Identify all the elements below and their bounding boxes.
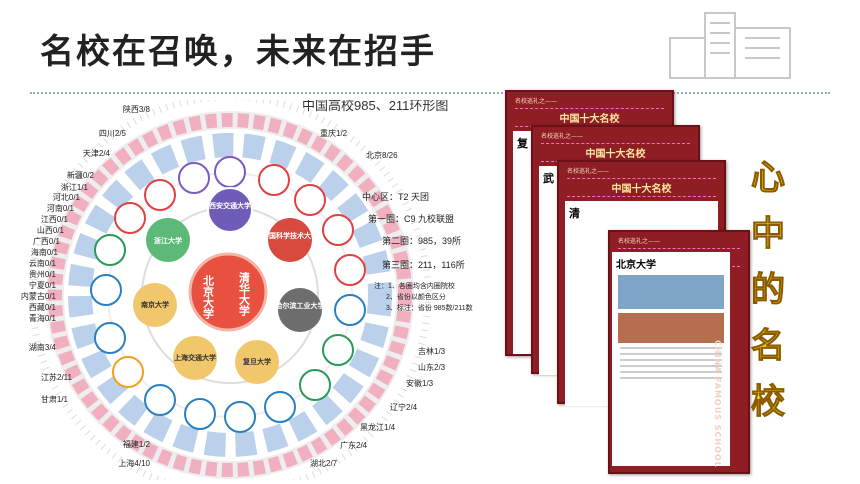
vertical-slogan: 心 中 的 名 校 <box>751 158 786 423</box>
province-label: 内蒙古0/1 <box>21 291 57 301</box>
province-label: 广东2/4 <box>340 440 368 450</box>
c9-node <box>173 336 217 380</box>
info-line: 第二圈：985，39所 <box>382 235 461 246</box>
page-title: 名校在召唤，未来在招手 <box>40 32 436 72</box>
info-line: 中心区：T2 天团 <box>362 191 429 202</box>
c9-node <box>146 218 190 262</box>
province-label: 湖南3/4 <box>29 342 57 352</box>
province-label: 海南0/1 <box>31 247 59 257</box>
province-label: 四川2/5 <box>99 129 127 138</box>
province-label: 青海0/1 <box>29 313 57 323</box>
c9-label: 上海交通大学 <box>174 353 216 362</box>
pku-title: 北京大学 <box>616 260 656 271</box>
province-label: 陕西3/8 <box>123 104 151 114</box>
c9-label: 中国科学技术大学 <box>262 231 318 240</box>
province-label: 重庆1/2 <box>320 128 348 138</box>
province-label: 贵州0/1 <box>29 269 57 279</box>
center-node <box>188 252 268 332</box>
province-label: 江苏2/11 <box>41 372 73 382</box>
c9-label: 复旦大学 <box>242 357 271 366</box>
province-label: 吉林1/3 <box>418 346 446 356</box>
province-label: 上海4/10 <box>118 458 150 468</box>
province-label: 湖北2/7 <box>310 459 338 468</box>
info-note: 注：1、各圈均含内圈院校 <box>374 281 455 290</box>
info-note: 3、标注：省份 985数/211数 <box>386 303 473 312</box>
c9-node <box>278 288 322 332</box>
province-label: 宁夏0/1 <box>29 280 57 290</box>
c9-node <box>207 187 253 233</box>
center-label: 清华大学 <box>238 271 251 317</box>
building-decoration-icon <box>669 12 791 79</box>
province-label: 福建1/2 <box>123 439 151 449</box>
province-label: 安徽1/3 <box>406 378 434 388</box>
province-label: 西藏0/1 <box>29 302 57 312</box>
province-label: 黑龙江1/4 <box>360 422 396 432</box>
outer-dot-ring <box>28 100 432 480</box>
diagram-heading: 中国高校985、211环形图 <box>302 100 448 113</box>
province-label: 云南0/1 <box>29 258 57 268</box>
province-label: 浙江1/1 <box>61 182 89 192</box>
province-label: 山东2/3 <box>418 362 446 372</box>
province-label: 天津2/4 <box>83 148 111 158</box>
english-caption: CHINA FAMOUS SCHOOL <box>713 340 722 468</box>
info-line: 第三圈：211，116所 <box>382 259 465 270</box>
info-line: 第一圈：C9 九校联盟 <box>368 213 454 224</box>
c9-node <box>268 218 312 262</box>
province-label: 甘肃1/1 <box>41 394 69 404</box>
c9-label: 哈尔滨工业大学 <box>276 301 325 310</box>
province-label: 河南0/1 <box>47 203 75 213</box>
divider <box>30 92 830 94</box>
photo-placeholder <box>618 275 724 309</box>
province-label: 新疆0/2 <box>67 170 95 180</box>
pku-card-content: 北京大学 <box>612 252 730 466</box>
province-label: 广西0/1 <box>33 236 61 246</box>
province-label: 河北0/1 <box>53 192 81 202</box>
info-note: 2、省份以颜色区分 <box>386 292 446 301</box>
province-label: 辽宁2/4 <box>390 402 418 412</box>
ring2-nodes <box>90 156 366 433</box>
province-label: 北京8/26 <box>366 150 398 160</box>
c9-label: 浙江大学 <box>154 236 182 245</box>
province-label: 山西0/1 <box>37 225 65 235</box>
c9-label: 南京大学 <box>141 300 169 309</box>
center-label: 北京大学 <box>202 274 215 320</box>
c9-node <box>133 283 177 327</box>
photo-placeholder <box>618 313 724 343</box>
c9-node <box>235 340 279 384</box>
university-ring-diagram: 中国高校985、211环形图 北京大学 清华大学 <box>21 100 473 480</box>
province-label: 江西0/1 <box>41 215 69 224</box>
c9-label: 西安交通大学 <box>209 201 251 210</box>
